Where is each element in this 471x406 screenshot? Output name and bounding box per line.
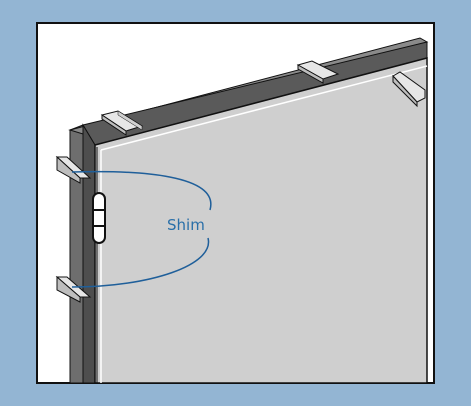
shim-label: Shim bbox=[167, 216, 205, 234]
header-shim-right bbox=[296, 60, 340, 84]
callout-line-lower bbox=[71, 237, 210, 288]
header-shim-left bbox=[100, 110, 144, 136]
door-top-edge-highlight bbox=[100, 65, 428, 151]
left-shim-upper bbox=[55, 155, 92, 184]
hinge bbox=[92, 192, 106, 244]
right-jamb-shim bbox=[392, 71, 426, 108]
callout-line-upper bbox=[71, 170, 212, 211]
door-panel bbox=[94, 57, 428, 384]
left-jamb-face bbox=[82, 123, 96, 384]
